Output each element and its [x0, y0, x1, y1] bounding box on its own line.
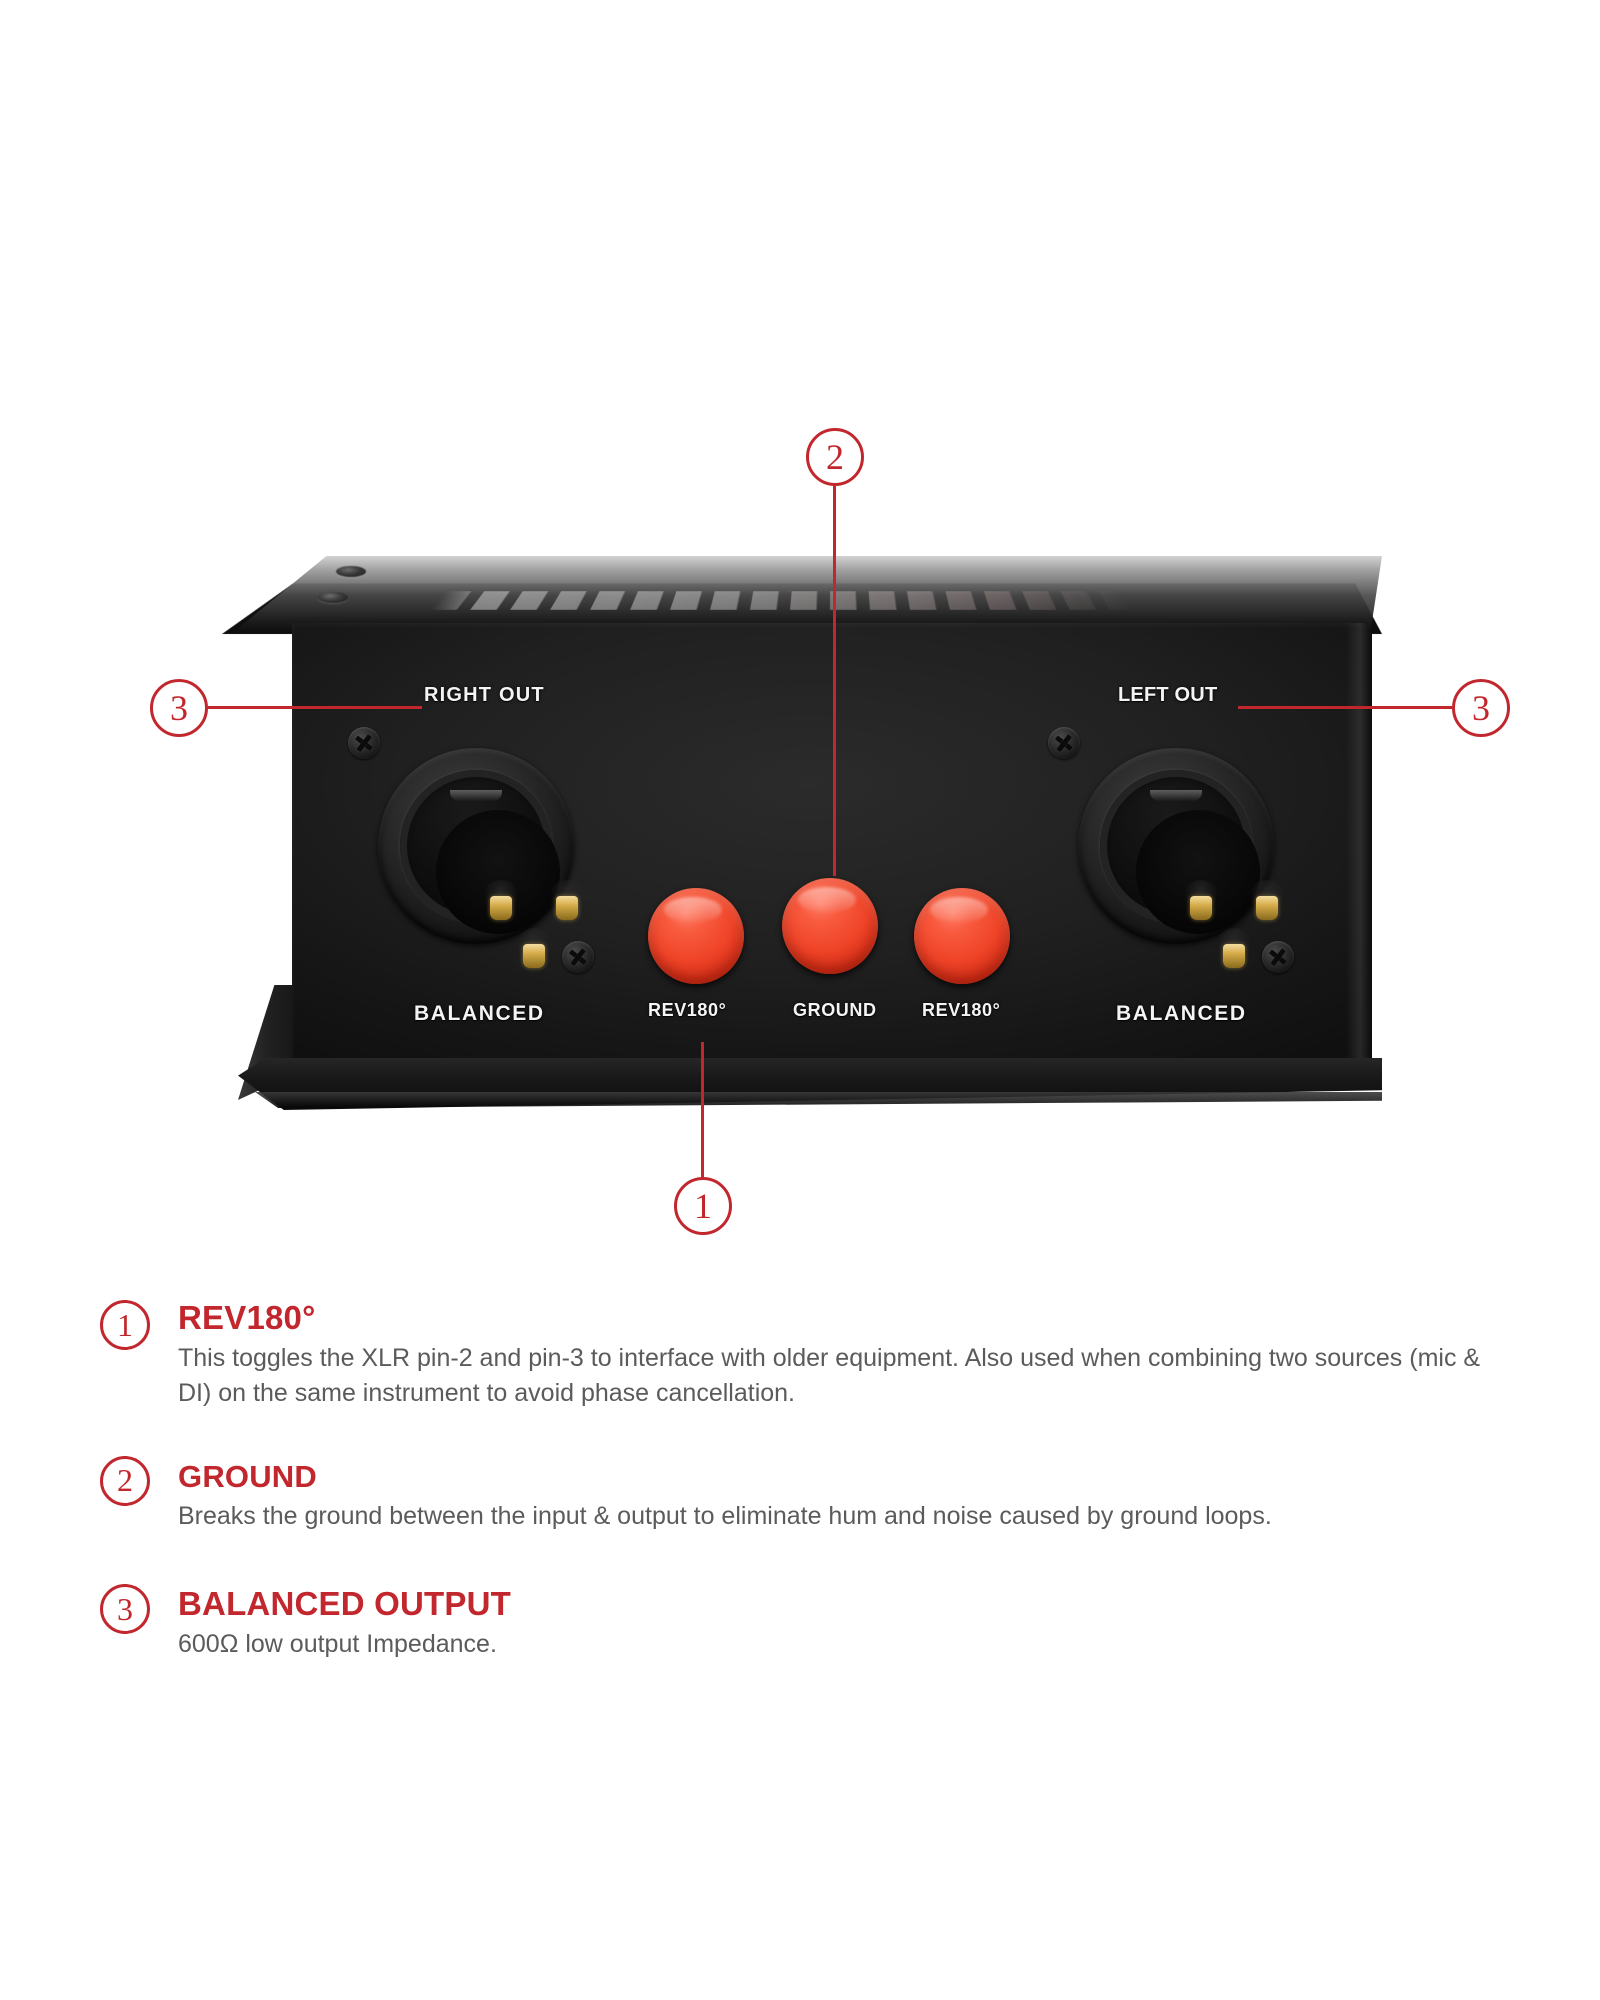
callout-leader-2	[833, 486, 836, 876]
xlr-ring	[1100, 770, 1284, 968]
feature-legend: 1 REV180° This toggles the XLR pin-2 and…	[0, 1299, 1600, 1663]
xlr-bore	[1136, 810, 1284, 968]
legend-badge-3: 3	[100, 1584, 150, 1635]
callout-marker-2: 2	[806, 428, 864, 486]
legend-item-balanced-output: 3 BALANCED OUTPUT 600Ω low output Impeda…	[0, 1584, 1600, 1662]
rev180-button-right[interactable]	[914, 888, 1010, 984]
xlr-pin-3	[523, 944, 545, 968]
product-illustration: RIGHT OUT LEFT OUT BALANCED BALANCED REV…	[0, 0, 1600, 1290]
callout-marker-3-right: 3	[1452, 679, 1510, 737]
xlr-ring	[400, 770, 584, 968]
legend-item-ground: 2 GROUND Breaks the ground between the i…	[0, 1455, 1600, 1534]
legend-description-2: Breaks the ground between the input & ou…	[178, 1501, 1272, 1530]
legend-description-1: This toggles the XLR pin-2 and pin-3 to …	[178, 1343, 1481, 1408]
label-balanced-right: BALANCED	[1116, 1002, 1247, 1025]
callout-leader-1	[701, 1042, 704, 1177]
xlr-bore	[436, 810, 584, 968]
label-rev180-left: REV180°	[648, 1000, 727, 1020]
label-right-out: RIGHT OUT	[424, 684, 545, 706]
phillips-screw-icon	[562, 941, 594, 973]
callout-leader-3-right	[1238, 706, 1452, 709]
xlr-pin-2	[1256, 896, 1278, 920]
legend-title-2: GROUND	[178, 1458, 317, 1494]
phillips-screw-icon	[1262, 941, 1294, 973]
xlr-pin-1	[490, 896, 512, 920]
xlr-pin-3	[1223, 944, 1245, 968]
lid-screw-icon	[336, 566, 366, 577]
xlr-connector-right-out[interactable]	[378, 748, 584, 968]
rev180-button-left[interactable]	[648, 888, 744, 984]
lid-screw-icon	[318, 592, 348, 603]
label-rev180-right: REV180°	[922, 1000, 1001, 1020]
device-base-lip	[255, 1092, 1382, 1108]
label-ground: GROUND	[793, 1000, 877, 1020]
phillips-screw-icon	[1048, 727, 1080, 759]
legend-badge-2: 2	[100, 1455, 150, 1506]
legend-title-3: BALANCED OUTPUT	[178, 1585, 511, 1623]
xlr-notch-icon	[1150, 790, 1202, 801]
lid-branding-graphic	[430, 591, 1130, 610]
legend-badge-1: 1	[100, 1300, 150, 1350]
xlr-pin-1	[1190, 896, 1212, 920]
legend-item-rev180: 1 REV180° This toggles the XLR pin-2 and…	[0, 1299, 1600, 1412]
phillips-screw-icon	[348, 727, 380, 759]
xlr-connector-left-out[interactable]	[1078, 748, 1284, 968]
xlr-notch-icon	[450, 790, 502, 801]
label-balanced-left: BALANCED	[414, 1002, 545, 1025]
ground-button[interactable]	[782, 878, 878, 974]
callout-marker-3-left: 3	[150, 679, 208, 737]
callout-marker-1: 1	[674, 1177, 732, 1235]
xlr-pin-2	[556, 896, 578, 920]
device-top-plate	[233, 556, 1382, 632]
callout-leader-3-left	[208, 706, 422, 709]
legend-title-1: REV180°	[178, 1299, 316, 1336]
legend-description-3: 600Ω low output Impedance.	[178, 1630, 497, 1659]
label-left-out: LEFT OUT	[1118, 684, 1218, 706]
